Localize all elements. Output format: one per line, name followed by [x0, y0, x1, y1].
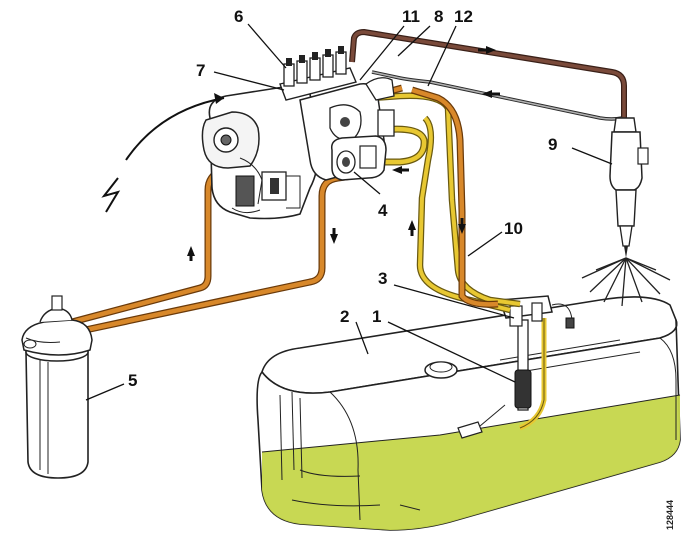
- injector-spray: [581, 257, 671, 307]
- fuel-level: [262, 395, 680, 530]
- callout-2: 2: [340, 307, 349, 326]
- callout-1: 1: [372, 307, 381, 326]
- fuel-tank: [256, 295, 681, 531]
- feed-pump: [330, 135, 387, 181]
- flow-arrow-right-injector-line: [478, 46, 496, 54]
- reference-code: 128444: [665, 500, 675, 530]
- callout-3: 3: [378, 269, 387, 288]
- flow-arrows: [187, 46, 500, 261]
- callout-9: 9: [548, 135, 557, 154]
- flow-arrow-left-feed: [392, 166, 409, 174]
- flow-arrow-down-return: [458, 218, 466, 234]
- fuel-filter: [21, 295, 93, 479]
- flow-arrow-up-filter-pump: [187, 246, 195, 261]
- injector-body: [609, 131, 643, 191]
- suction-pipe: [517, 319, 529, 411]
- delivery-valves: [279, 46, 357, 101]
- leader-lines: [85, 23, 613, 401]
- callout-5: 5: [128, 371, 137, 390]
- rotation-arc: [125, 97, 225, 161]
- fuel-filter-canister: [25, 351, 89, 479]
- callout-7: 7: [196, 61, 205, 80]
- flow-arrow-up-tank-pump: [408, 220, 416, 236]
- injector: [581, 117, 671, 307]
- flow-arrow-down-pump-filter: [330, 228, 338, 244]
- callout-12: 12: [454, 7, 473, 26]
- callout-8: 8: [434, 7, 443, 26]
- drive-symbol: [101, 177, 121, 213]
- callout-4: 4: [378, 201, 388, 220]
- return-line: [371, 92, 521, 314]
- callout-10: 10: [504, 219, 523, 238]
- strainer: [514, 369, 532, 409]
- fuel-filter-head: [21, 319, 93, 356]
- callout-11: 11: [402, 7, 420, 26]
- injection-pump: [101, 46, 395, 220]
- flow-arrow-left-leakoff: [482, 90, 500, 98]
- callout-labels: 6 7 11 8 12 9 4 10 3 2 1 5: [128, 7, 557, 390]
- callout-6: 6: [234, 7, 243, 26]
